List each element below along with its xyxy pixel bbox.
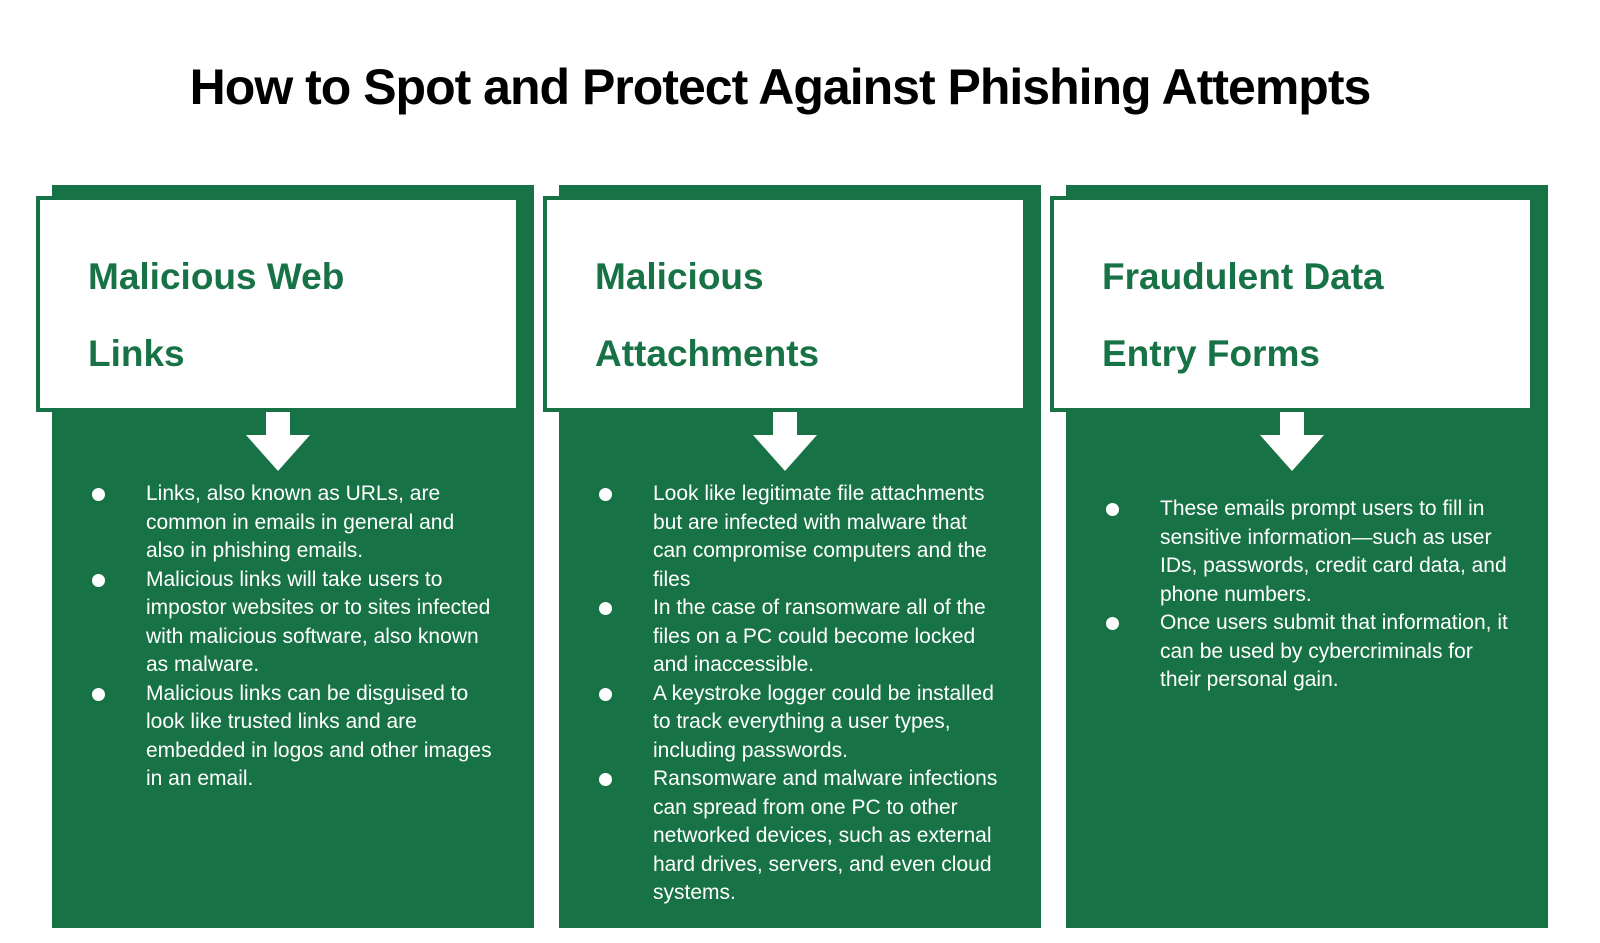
bullet-list: Look like legitimate file attachments bu…: [559, 480, 1041, 908]
column-title: Fraudulent Data Entry Forms: [1054, 200, 1530, 392]
column-title-line-2: Links: [88, 333, 185, 374]
down-arrow-stem: [266, 412, 290, 435]
bullet-dot-icon: [92, 687, 105, 701]
bullet-dot-icon: [599, 687, 612, 701]
column-title-line-1: Malicious: [595, 256, 764, 297]
bullet-item: Look like legitimate file attachments bu…: [559, 480, 1041, 594]
bullet-text: Look like legitimate file attachments bu…: [653, 482, 987, 591]
bullet-dot-icon: [92, 573, 105, 587]
bullet-item: Malicious links will take users to impos…: [52, 566, 534, 680]
down-arrow-icon: [1260, 412, 1324, 471]
bullet-text: A keystroke logger could be installed to…: [653, 681, 994, 762]
bullet-text: These emails prompt users to fill in sen…: [1160, 497, 1507, 606]
bullet-item: A keystroke logger could be installed to…: [559, 680, 1041, 766]
bullet-list: These emails prompt users to fill in sen…: [1066, 495, 1548, 695]
down-arrow-stem: [773, 412, 797, 435]
down-arrow-icon: [753, 412, 817, 471]
bullet-dot-icon: [599, 488, 612, 501]
column-header-card: Malicious Web Links: [36, 196, 520, 412]
bullet-dot-icon: [92, 488, 105, 501]
bullet-text: In the case of ransomware all of the fil…: [653, 596, 986, 676]
column-header-card: Malicious Attachments: [543, 196, 1027, 412]
bullet-text: Links, also known as URLs, are common in…: [146, 482, 455, 562]
bullet-item: Ransomware and malware infections can sp…: [559, 765, 1041, 908]
bullet-item: Once users submit that information, it c…: [1066, 609, 1548, 695]
bullet-item: In the case of ransomware all of the fil…: [559, 594, 1041, 680]
down-arrow-head: [753, 435, 817, 471]
page-title: How to Spot and Protect Against Phishing…: [189, 59, 1372, 115]
bullet-text: Malicious links will take users to impos…: [146, 567, 491, 677]
down-arrow-icon: [246, 412, 310, 471]
bullet-dot-icon: [1106, 503, 1119, 516]
column-title-line-1: Fraudulent Data: [1102, 256, 1384, 297]
bullet-dot-icon: [599, 602, 612, 615]
column-title-line-1: Malicious Web: [88, 256, 345, 297]
down-arrow-stem: [1280, 412, 1304, 435]
bullet-item: These emails prompt users to fill in sen…: [1066, 495, 1548, 609]
bullet-text: Once users submit that information, it c…: [1160, 611, 1508, 691]
bullet-text: Ransomware and malware infections can sp…: [653, 767, 998, 904]
column-title-line-2: Attachments: [595, 333, 820, 374]
column-header-card: Fraudulent Data Entry Forms: [1050, 196, 1534, 412]
column-title-line-2: Entry Forms: [1102, 333, 1320, 374]
bullet-item: Malicious links can be disguised to look…: [52, 680, 534, 794]
down-arrow-head: [246, 435, 310, 471]
bullet-dot-icon: [599, 773, 612, 786]
bullet-text: Malicious links can be disguised to look…: [146, 681, 492, 791]
bullet-item: Links, also known as URLs, are common in…: [52, 480, 534, 566]
bullet-list: Links, also known as URLs, are common in…: [52, 480, 534, 794]
column-title: Malicious Web Links: [40, 200, 516, 392]
down-arrow-head: [1260, 435, 1324, 471]
column-title: Malicious Attachments: [547, 200, 1023, 392]
bullet-dot-icon: [1106, 617, 1119, 630]
